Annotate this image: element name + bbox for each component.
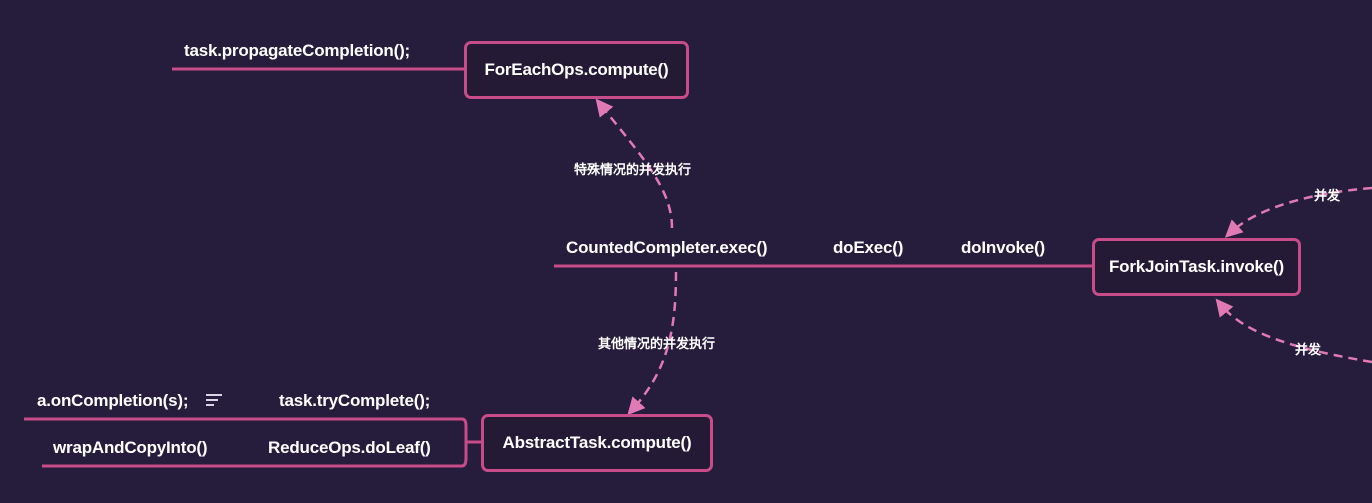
label-try-complete[interactable]: task.tryComplete(); — [279, 391, 431, 410]
arrow-concurrent-top — [1224, 186, 1372, 238]
edge-label-other-case: 其他情况的并发执行 — [598, 337, 716, 352]
line-bracket — [461, 417, 468, 468]
label-do-exec[interactable]: doExec() — [833, 238, 904, 257]
arrow-other-case — [627, 271, 678, 416]
edge-label-special-case: 特殊情况的并发执行 — [574, 163, 692, 178]
label-propagate-completion[interactable]: task.propagateCompletion(); — [184, 41, 411, 60]
arrow-special-case — [595, 98, 674, 229]
label-on-completion[interactable]: a.onCompletion(s); — [37, 391, 189, 410]
node-foreach-compute[interactable]: ForEachOps.compute() — [464, 41, 689, 99]
label-wrap-copy[interactable]: wrapAndCopyInto() — [53, 438, 208, 457]
arrow-concurrent-bottom — [1215, 298, 1372, 364]
node-abstract-compute[interactable]: AbstractTask.compute() — [481, 414, 713, 472]
notes-icon[interactable] — [206, 394, 222, 406]
node-forkjoin-invoke[interactable]: ForkJoinTask.invoke() — [1092, 238, 1301, 296]
edge-label-concurrent-top: 并发 — [1314, 189, 1341, 204]
label-reduce-leaf[interactable]: ReduceOps.doLeaf() — [268, 438, 431, 457]
label-do-invoke[interactable]: doInvoke() — [961, 238, 1045, 257]
edge-label-concurrent-bottom: 并发 — [1295, 343, 1322, 358]
label-counted-exec[interactable]: CountedCompleter.exec() — [566, 238, 768, 257]
